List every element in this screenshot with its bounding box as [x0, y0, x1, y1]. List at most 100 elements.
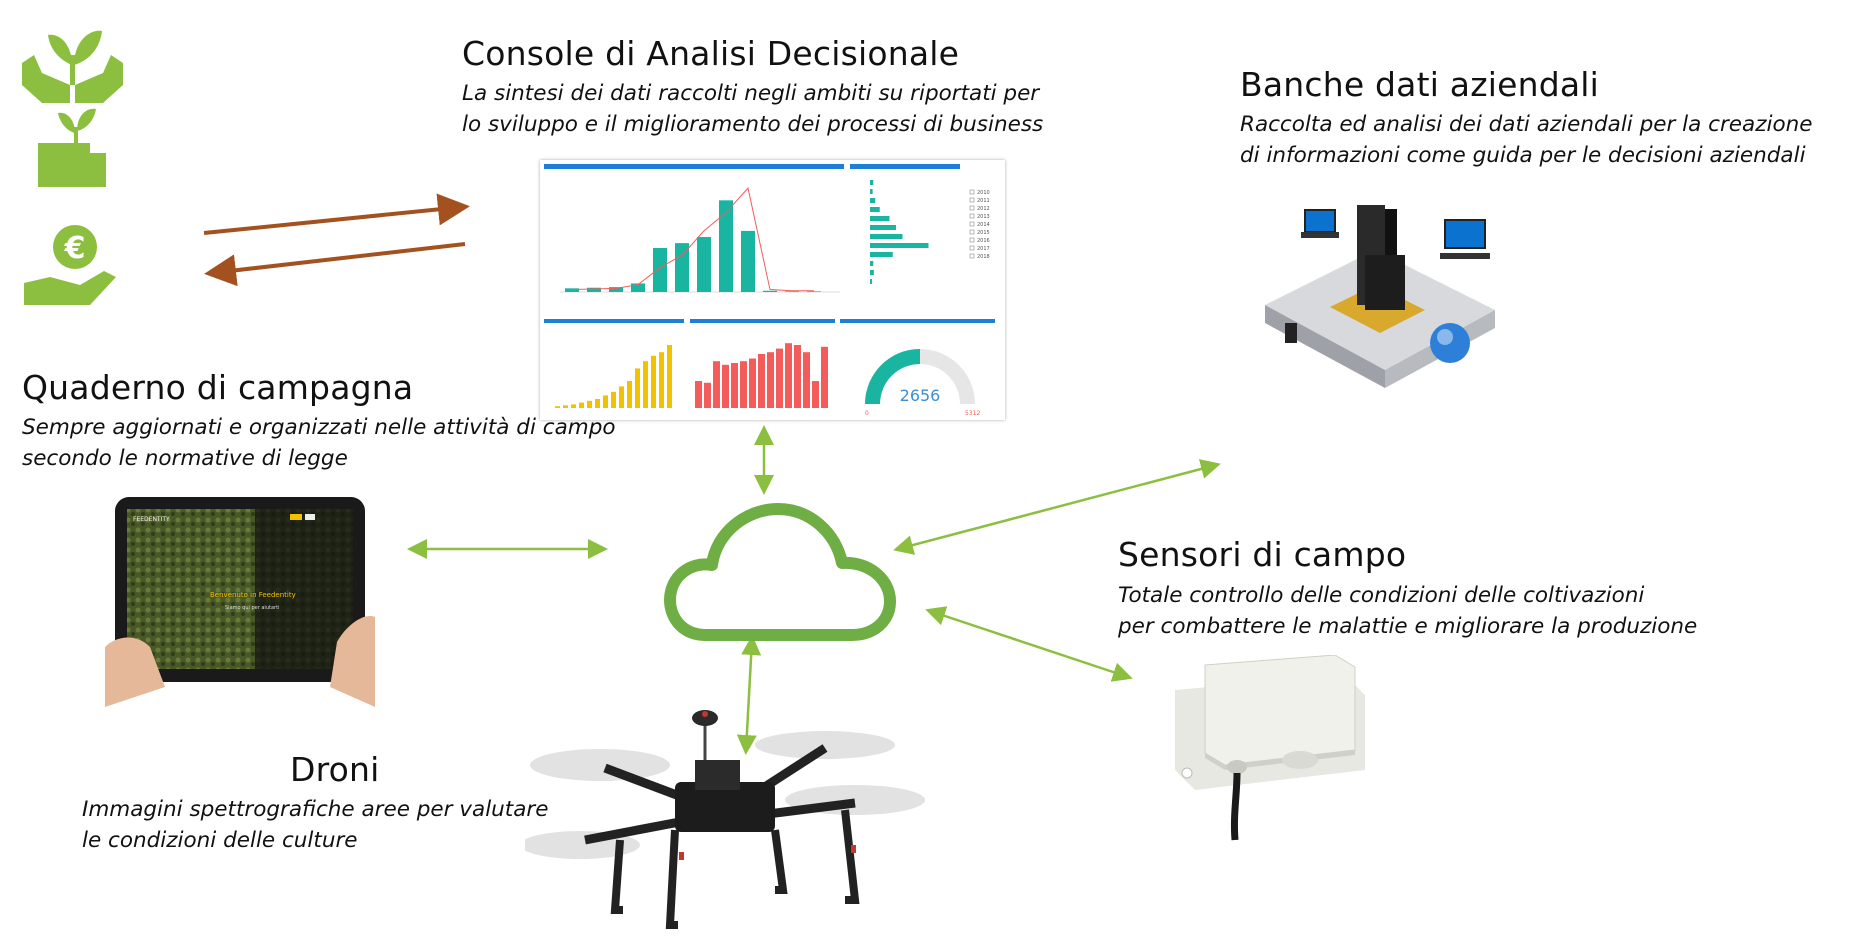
sensori-desc-line1: Totale controllo delle condizioni delle …	[1118, 583, 1645, 608]
dash-red-bar	[785, 343, 792, 408]
dash-red-bar	[767, 352, 774, 408]
banche-desc-line2: di informazioni come guida per le decisi…	[1240, 143, 1806, 168]
dash-year-label: 2011	[977, 198, 990, 204]
dash-main-bar	[609, 287, 623, 292]
dash-red-bar	[758, 354, 765, 408]
dash-hbar	[870, 225, 896, 230]
dash-hbar	[870, 198, 876, 203]
quaderno-desc-line2: secondo le normative di legge	[22, 446, 348, 471]
dash-gold-bar	[555, 406, 560, 408]
dash-year-label: 2018	[977, 254, 990, 260]
plant-hands-icon	[22, 30, 123, 103]
dash-main-bar	[565, 288, 579, 292]
dash-hbar	[870, 189, 873, 194]
dash-hbar	[870, 216, 890, 221]
dash-red-bar	[731, 363, 738, 408]
gauge-max: 5312	[965, 410, 980, 417]
dash-hbar	[870, 180, 874, 185]
dash-main-bar	[631, 283, 645, 292]
dash-gold-bar	[659, 352, 664, 408]
dash-main-bar	[587, 287, 601, 292]
dash-red-bar	[776, 348, 783, 408]
dash-year-box	[969, 213, 975, 219]
dash-main-bar	[785, 291, 799, 292]
dash-main-bar	[807, 291, 821, 292]
dash-main-bar	[697, 237, 711, 292]
drone-image	[520, 700, 925, 940]
dash-year-label: 2010	[977, 190, 990, 196]
dash-year-label: 2016	[977, 238, 990, 244]
field-sensor-image	[1165, 654, 1385, 845]
dash-gold-bar	[587, 400, 592, 408]
dash-year-box	[969, 245, 975, 251]
dash-gold-bar	[579, 402, 584, 408]
dash-year-box	[969, 237, 975, 243]
dash-year-box	[969, 253, 975, 259]
dashboard-screenshot: 2010 2011 2012 2013 2014 2015 2016 2017 2018 265…	[540, 160, 1005, 420]
arrow-icons-to-console	[203, 193, 470, 235]
banche-desc-line1: Raccolta ed analisi dei dati aziendali p…	[1240, 112, 1813, 137]
dash-year-box	[969, 197, 975, 203]
euro-hand-icon: €	[24, 225, 116, 305]
arrow-console-to-icons	[204, 242, 466, 287]
dash-year-label: 2012	[977, 206, 990, 212]
droni-desc-line1: Immagini spettrografiche aree per valuta…	[82, 797, 549, 822]
dash-gold-bar	[563, 405, 568, 408]
dash-gold-bar	[627, 381, 632, 408]
dash-main-bar	[719, 200, 733, 292]
droni-desc-line2: le condizioni delle culture	[82, 828, 358, 853]
dash-year-label: 2015	[977, 230, 990, 236]
tablet-brand: FEEDENTITY	[133, 516, 170, 523]
tablet-welcome: Benvenuto in Feedentity	[210, 591, 296, 599]
dash-red-bar	[740, 361, 747, 408]
console-desc-line2: lo sviluppo e il miglioramento dei proce…	[462, 112, 1044, 137]
dash-main-bar	[763, 290, 777, 292]
dash-red-bar	[803, 352, 810, 408]
dash-gold-bar	[619, 386, 624, 408]
svg-text:€: €	[64, 231, 86, 266]
dash-gold-bar	[611, 391, 616, 408]
dash-red-bar	[713, 361, 720, 408]
puzzle-database-image	[1245, 195, 1515, 410]
dash-year-label: 2017	[977, 246, 990, 252]
console-desc-line1: La sintesi dei dati raccolti negli ambit…	[462, 81, 1040, 106]
gauge-min: 0	[865, 410, 869, 417]
dash-year-box	[969, 221, 975, 227]
tablet-sub: Siamo qui per aiutarti	[225, 605, 279, 611]
dash-main-bar	[741, 230, 755, 292]
dash-hbar	[870, 270, 874, 275]
droni-title: Droni	[290, 750, 380, 789]
gauge-value: 2656	[900, 386, 941, 405]
dash-red-bar	[722, 364, 729, 408]
dash-gold-bar	[651, 355, 656, 408]
dash-red-bar	[749, 358, 756, 408]
quaderno-title: Quaderno di campagna	[22, 368, 414, 407]
tablet-image: FEEDENTITY Benvenuto in Feedentity Siamo…	[105, 497, 375, 707]
dash-hbar	[870, 243, 929, 248]
console-title: Console di Analisi Decisionale	[462, 34, 960, 73]
dash-gold-bar	[643, 361, 648, 408]
dash-year-box	[969, 229, 975, 235]
dash-main-bar	[653, 248, 667, 292]
dash-gold-bar	[595, 399, 600, 408]
dash-red-bar	[821, 346, 828, 408]
dash-year-label: 2013	[977, 214, 990, 220]
dash-hbar	[870, 261, 874, 266]
dash-hbar	[870, 252, 893, 257]
dash-gold-bar	[603, 395, 608, 408]
dash-year-label: 2014	[977, 222, 990, 228]
dash-hbar	[870, 234, 903, 239]
dash-gold-bar	[571, 404, 576, 408]
sensori-desc-line2: per combattere le malattie e migliorare …	[1118, 614, 1698, 639]
side-icons: €	[22, 30, 123, 305]
arrow-cloud-sensori	[925, 606, 1133, 682]
dash-year-box	[969, 205, 975, 211]
dash-hbar	[870, 207, 880, 212]
arrow-cloud-drone	[736, 635, 762, 755]
dash-gold-bar	[667, 345, 672, 408]
dash-red-bar	[812, 381, 819, 408]
quaderno-desc-line1: Sempre aggiornati e organizzati nelle at…	[22, 415, 616, 440]
banche-title: Banche dati aziendali	[1240, 65, 1600, 104]
dash-red-bar	[704, 382, 711, 408]
